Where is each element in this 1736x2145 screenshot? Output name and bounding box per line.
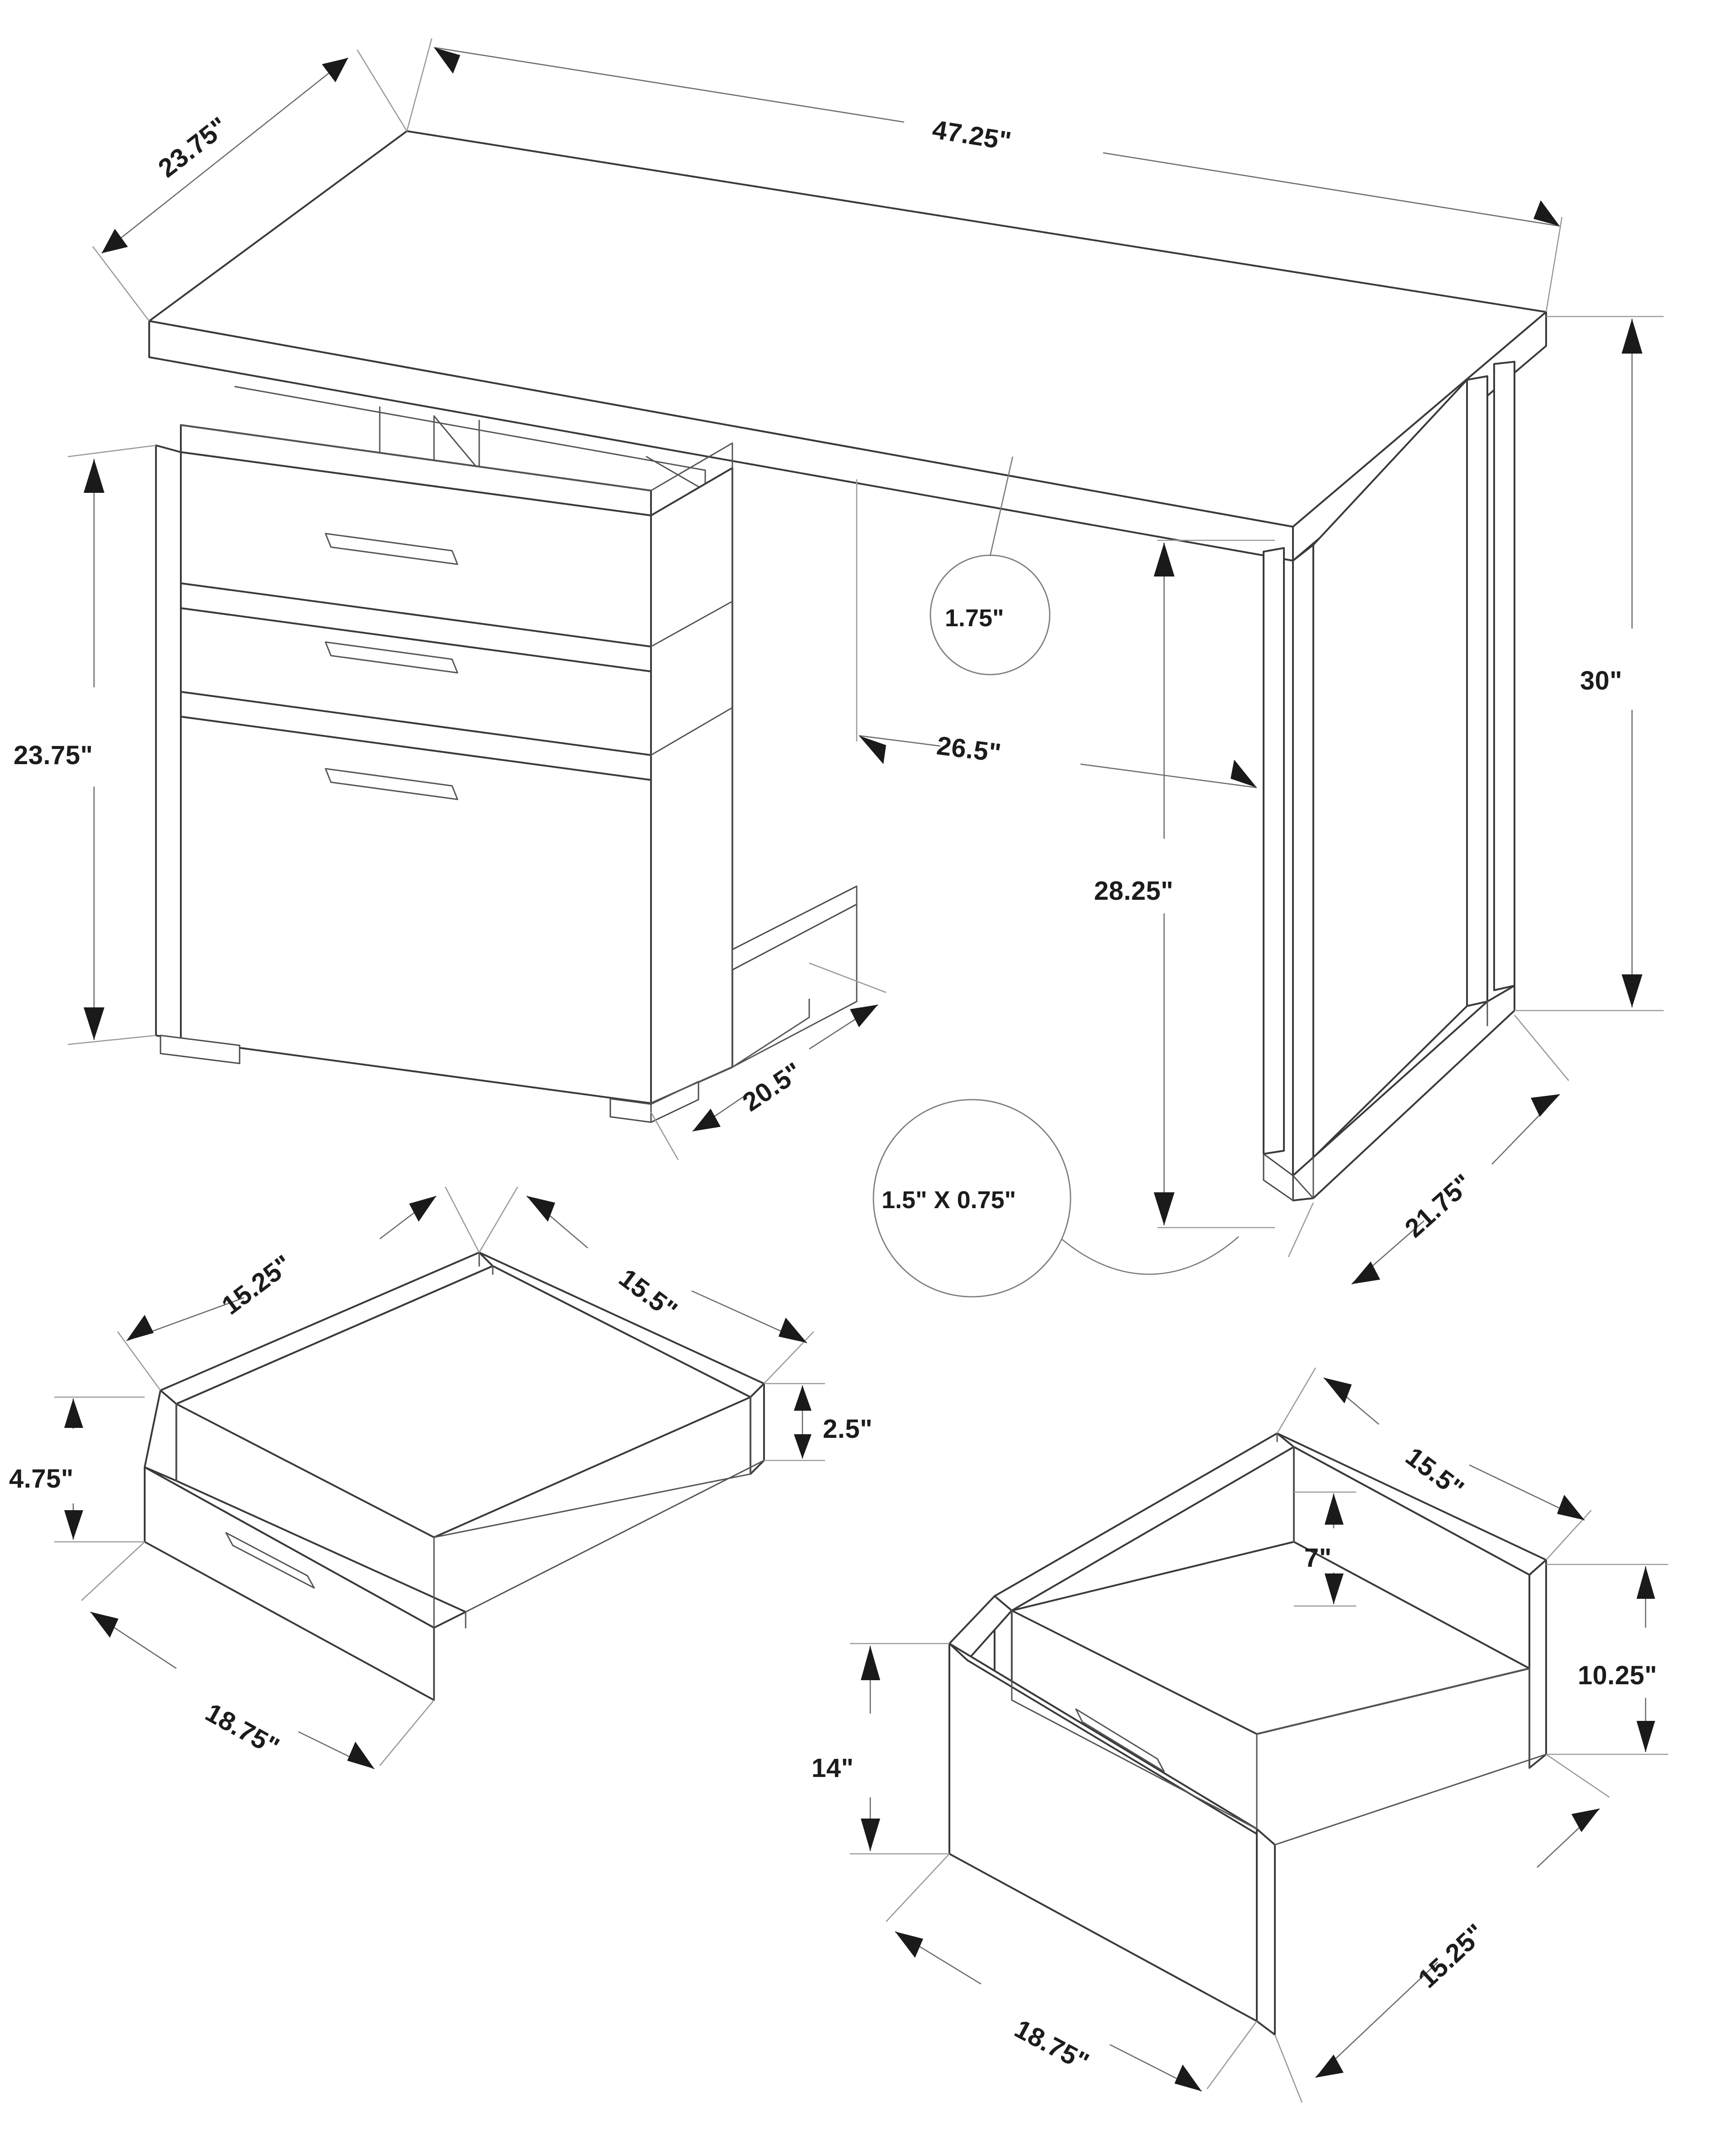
dim-label-sd-face-height: 4.75" — [9, 1464, 74, 1493]
sd-right-end-wall — [750, 1383, 765, 1475]
sd-drawer-handle[interactable] — [225, 1532, 315, 1589]
dim-label-sd-face-width: 18.75" — [201, 1698, 284, 1762]
dim-leg-inner-height: 28.25" — [1094, 539, 1275, 1228]
desk-back-panel — [731, 467, 858, 1002]
drawer-divider-2 — [180, 691, 652, 756]
dim-sd-box-height: 2.5" — [764, 1383, 873, 1461]
dd-drawer-handle[interactable] — [1075, 1708, 1165, 1772]
cabinet-drawer-handle-2[interactable] — [325, 641, 458, 674]
dim-label-sd-inner-right: 15.5" — [613, 1263, 683, 1325]
leg-post-back — [1493, 361, 1515, 991]
dim-label-depth-top: 23.75" — [153, 111, 233, 183]
callout-circle-leg-profile — [873, 1099, 1071, 1298]
dim-label-dd-box-height: 10.25" — [1578, 1661, 1657, 1690]
dim-label-width-top: 47.25" — [930, 115, 1014, 156]
callout-circle-top-thickness — [929, 554, 1051, 676]
dim-label-dd-box-depth: 15.25" — [1413, 1918, 1491, 1994]
dim-leg-profile: 1.5" X 0.75" — [873, 1099, 1239, 1298]
drawer-divider-2b — [180, 716, 652, 781]
dim-label-clearance-width: 26.5" — [935, 731, 1003, 768]
leg-side-panel — [1312, 379, 1468, 1158]
dim-label-dd-inner-depth: 7" — [1304, 1543, 1332, 1573]
leg-post-front-inner — [1263, 547, 1285, 1155]
cabinet-left-side — [155, 444, 182, 1041]
dim-label-leg-inner-height: 28.25" — [1094, 876, 1174, 906]
drawer-divider-1 — [180, 582, 652, 647]
dd-right-end-wall — [1528, 1559, 1547, 1769]
dim-width-top: 47.25" — [406, 38, 1563, 312]
dd-front-right-edge — [1256, 1828, 1276, 2036]
sd-left-end-wall — [144, 1389, 177, 1482]
dim-label-cabinet-height: 23.75" — [14, 741, 93, 770]
dim-clearance-width: 26.5" — [856, 479, 1257, 789]
cabinet-drawer-handle-1[interactable] — [325, 533, 458, 565]
dim-desk-height: 30" — [1514, 316, 1664, 1011]
dim-label-sd-inner-left: 15.25" — [217, 1249, 297, 1321]
dim-dd-box-height: 10.25" — [1546, 1564, 1668, 1755]
dim-label-sd-box-height: 2.5" — [823, 1414, 873, 1444]
dim-label-top-thickness: 1.75" — [945, 605, 1004, 632]
leg-post-back-inner — [1466, 375, 1488, 1007]
right-leg-frame — [1263, 361, 1515, 1201]
dim-dd-face-height: 14" — [811, 1643, 949, 1855]
main-desk-view: 23.75" 47.25" 23.75" 1.75" — [14, 38, 1664, 1298]
dim-label-cabinet-depth: 20.5" — [737, 1057, 807, 1117]
dim-label-dd-inner-right: 15.5" — [1400, 1441, 1469, 1504]
dim-dd-inner-depth: 7" — [1294, 1491, 1356, 1607]
dim-label-leg-depth: 21.75" — [1399, 1168, 1478, 1243]
cabinet-front-face — [180, 451, 652, 1104]
cabinet-drawer-handle-3[interactable] — [325, 768, 458, 800]
drawer-cabinet — [155, 424, 858, 1123]
deep-drawer-view: 15.5" 7" 14" — [811, 1367, 1668, 2103]
dim-label-dd-face-width: 18.75" — [1010, 2014, 1094, 2077]
dim-top-thickness: 1.75" — [929, 456, 1051, 676]
leg-post-corner — [1292, 544, 1314, 1176]
dim-label-desk-height: 30" — [1580, 666, 1623, 695]
dim-cabinet-height: 23.75" — [14, 444, 156, 1045]
dim-label-leg-profile: 1.5" X 0.75" — [882, 1186, 1016, 1214]
dim-label-dd-face-height: 14" — [811, 1753, 854, 1783]
dim-sd-face-height: 4.75" — [9, 1396, 145, 1543]
dim-dd-box-depth: 15.25" — [1274, 1753, 1610, 2103]
cabinet-right-side — [650, 467, 733, 1104]
shallow-drawer-view: 15.25" 15.5" 4.75" — [9, 1186, 873, 1770]
drawer-divider-1b — [180, 607, 652, 672]
cabinet-feet — [160, 1035, 699, 1123]
